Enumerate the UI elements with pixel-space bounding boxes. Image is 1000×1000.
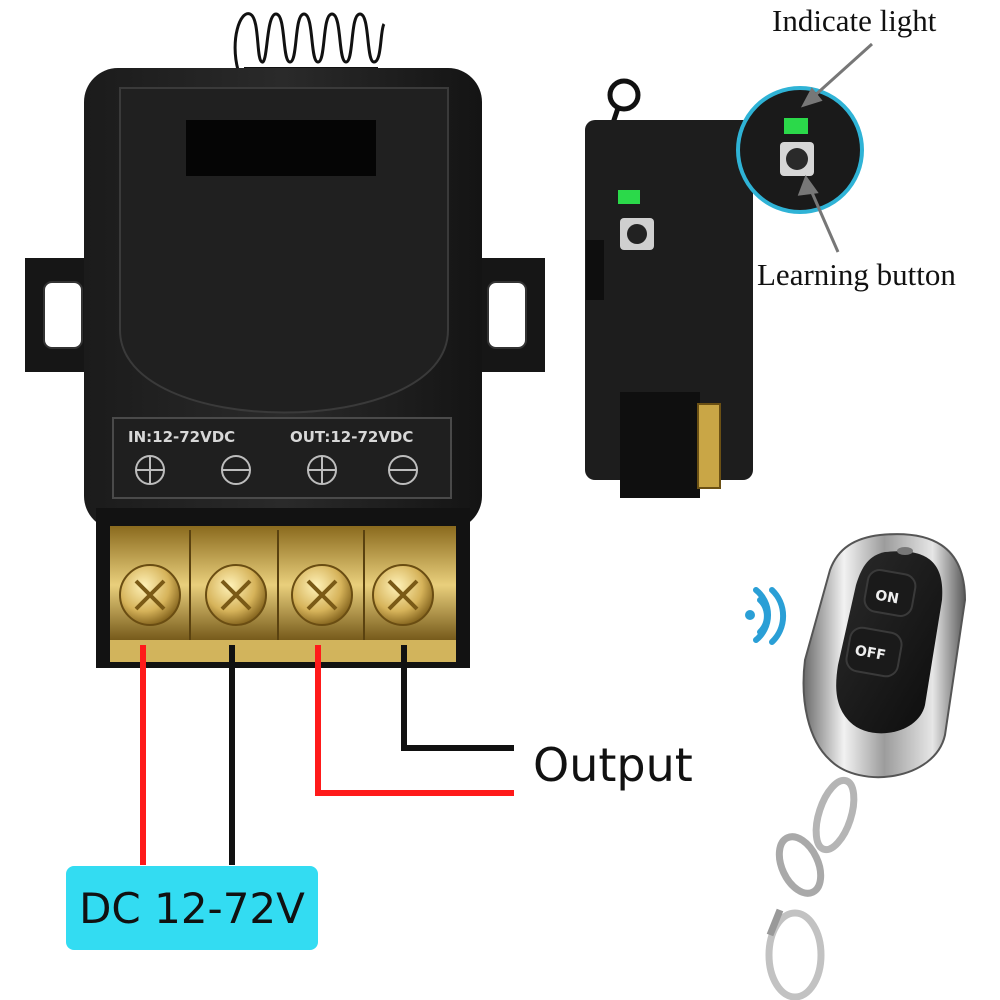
output-label: Output — [533, 738, 693, 792]
receiver-module: IN:12-72VDC OUT:12-72VDC — [25, 12, 545, 668]
minus-terminal-icon — [388, 455, 418, 485]
on-button — [863, 569, 917, 617]
off-button-label: OFF — [854, 643, 887, 664]
panel-in-label: IN:12-72VDC — [128, 428, 235, 446]
receiver-side-view — [585, 78, 753, 498]
plus-terminal-icon — [307, 455, 337, 485]
output-negative-wire — [401, 645, 514, 751]
panel-out-label: OUT:12-72VDC — [290, 428, 413, 446]
plus-terminal-icon — [135, 455, 165, 485]
supply-voltage-label: DC 12-72V — [79, 883, 305, 933]
wires — [140, 645, 514, 865]
terminal-screws — [119, 564, 434, 626]
minus-terminal-icon — [221, 455, 251, 485]
on-button-label: ON — [874, 588, 900, 608]
output-positive-wire — [315, 645, 514, 796]
antenna-coil — [233, 12, 386, 73]
learning-button-callout: Learning button — [757, 257, 956, 292]
wireless-signal-icon — [745, 587, 787, 645]
remote-control: ON OFF — [765, 533, 967, 1000]
zoom-callout — [736, 86, 864, 214]
callout-arrows — [797, 42, 874, 253]
indicate-light-callout: Indicate light — [772, 3, 937, 38]
key-ring — [765, 776, 858, 1000]
off-button — [845, 626, 903, 678]
indicator-led — [618, 190, 640, 204]
supply-voltage-badge: DC 12-72V — [66, 866, 318, 950]
